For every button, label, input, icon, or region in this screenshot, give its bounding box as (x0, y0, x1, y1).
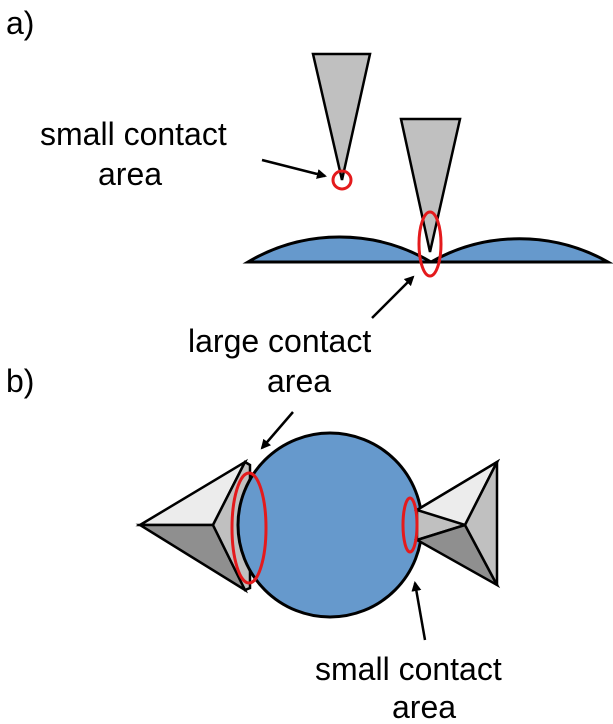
small-contact-label-b-line2: area (392, 689, 456, 724)
panel-b: b) small contact area (6, 363, 502, 724)
arrow-large-contact-b (260, 411, 294, 450)
small-contact-highlight-b (401, 496, 419, 554)
arrow-small-contact-b (411, 581, 427, 641)
panel-b-label: b) (6, 363, 34, 399)
right-pyramid-tip (413, 458, 501, 589)
panel-a: a) small contact area large contact area (6, 5, 613, 399)
left-half-sphere (242, 235, 437, 264)
right-half-sphere (425, 237, 613, 264)
afm-tip-gap (399, 117, 462, 253)
small-contact-highlight-a (331, 169, 353, 191)
arrow-large-contact-a (371, 275, 415, 319)
small-contact-label-a-line2: area (98, 156, 162, 192)
arrow-small-contact-a (261, 158, 327, 179)
small-contact-label-a-line1: small contact (40, 116, 227, 152)
large-contact-label-line1: large contact (188, 323, 371, 359)
large-contact-label-line2: area (267, 363, 331, 399)
afm-tip-top (311, 52, 372, 181)
large-contact-highlight-b (230, 471, 268, 585)
large-contact-highlight-a (417, 210, 443, 278)
panel-a-label: a) (6, 5, 34, 41)
small-contact-label-b-line1: small contact (315, 651, 502, 687)
